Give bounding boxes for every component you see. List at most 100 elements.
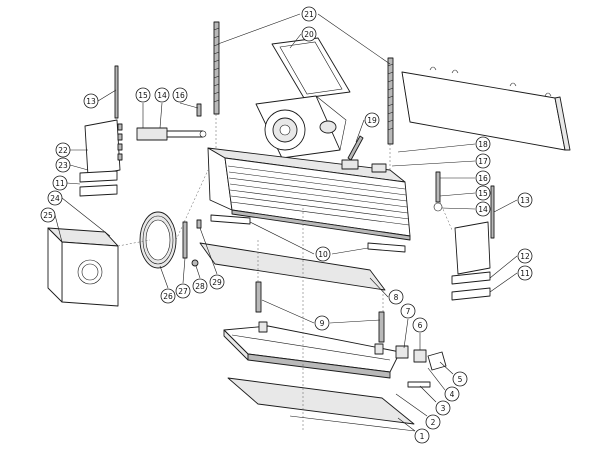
callout-3: 3 xyxy=(435,400,451,416)
callout-number: 25 xyxy=(43,211,53,220)
gas-springs xyxy=(255,281,385,343)
callout-circle xyxy=(314,315,330,331)
right-side-plate xyxy=(454,221,491,275)
callout-number: 20 xyxy=(304,30,314,39)
callout-circle xyxy=(52,175,68,191)
callout-number: 29 xyxy=(212,278,222,287)
callout-circle xyxy=(400,303,416,319)
callout-number: 11 xyxy=(55,179,65,188)
callout-number: 15 xyxy=(478,189,488,198)
callout-circle xyxy=(192,278,208,294)
callout-11: 11 xyxy=(52,175,68,191)
callout-5: 5 xyxy=(452,371,468,387)
callout-7: 7 xyxy=(400,303,416,319)
callout-6: 6 xyxy=(412,317,428,333)
callout-circle xyxy=(517,192,533,208)
callout-9: 9 xyxy=(314,315,330,331)
main-housing xyxy=(207,147,411,241)
bolt-19 xyxy=(347,135,364,161)
callout-number: 11 xyxy=(520,269,530,278)
callout-16: 16 xyxy=(475,170,491,186)
callout-26: 26 xyxy=(160,288,176,304)
callout-number: 13 xyxy=(520,196,530,205)
callout-22: 22 xyxy=(55,142,71,158)
callout-circle xyxy=(425,414,441,430)
callout-circle xyxy=(55,157,71,173)
right-wear-strips xyxy=(451,271,491,301)
callout-number: 23 xyxy=(58,161,68,170)
lower-blade xyxy=(199,242,386,291)
left-actuator-set xyxy=(114,65,207,141)
assembly-axes xyxy=(117,114,453,432)
threaded-rod-left xyxy=(213,21,220,115)
callout-circle xyxy=(175,283,191,299)
leader-lines xyxy=(54,13,518,432)
callout-circle xyxy=(135,87,151,103)
callout-14: 14 xyxy=(154,87,170,103)
callout-circle xyxy=(83,93,99,109)
flange-ring xyxy=(139,211,177,269)
callout-number: 22 xyxy=(58,146,68,155)
callout-21: 21 xyxy=(301,6,317,22)
callout-28: 28 xyxy=(192,278,208,294)
left-wear-strips xyxy=(79,170,118,197)
callout-13: 13 xyxy=(83,93,99,109)
callout-17: 17 xyxy=(475,153,491,169)
callout-number: 19 xyxy=(367,116,377,125)
callout-circle xyxy=(517,248,533,264)
callout-number: 17 xyxy=(478,157,488,166)
callout-number: 14 xyxy=(157,91,167,100)
top-cover-plate xyxy=(271,37,351,99)
callout-circle xyxy=(172,87,188,103)
bearing-plate xyxy=(47,227,119,307)
scraper-strips xyxy=(210,214,406,253)
callout-circle xyxy=(55,142,71,158)
small-fasteners xyxy=(182,219,202,267)
callout-number: 21 xyxy=(304,10,314,19)
callout-circle xyxy=(517,265,533,281)
callout-number: 26 xyxy=(163,292,173,301)
callout-4: 4 xyxy=(444,386,460,402)
gearbox-housing xyxy=(255,95,347,159)
callout-15: 15 xyxy=(475,185,491,201)
right-brackets xyxy=(395,345,447,388)
callout-circle xyxy=(435,400,451,416)
callout-number: 27 xyxy=(178,287,188,296)
callout-8: 8 xyxy=(388,289,404,305)
callout-circle xyxy=(47,190,63,206)
left-side-plate xyxy=(84,119,123,177)
callout-circle xyxy=(388,289,404,305)
callout-number: 1 xyxy=(420,432,425,441)
callout-number: 5 xyxy=(458,375,463,384)
callout-18: 18 xyxy=(475,136,491,152)
callout-circle xyxy=(475,153,491,169)
callout-11: 11 xyxy=(517,265,533,281)
callout-number: 16 xyxy=(478,174,488,183)
callout-27: 27 xyxy=(175,283,191,299)
callout-number: 7 xyxy=(406,307,411,316)
callout-labels: 1234567891011111213131414151516161718192… xyxy=(40,6,533,444)
callout-circle xyxy=(475,185,491,201)
callout-number: 24 xyxy=(50,194,60,203)
callout-13: 13 xyxy=(517,192,533,208)
callout-14: 14 xyxy=(475,201,491,217)
callout-circle xyxy=(414,428,430,444)
callout-circle xyxy=(209,274,225,290)
callout-number: 28 xyxy=(195,282,205,291)
lower-frame xyxy=(223,321,401,379)
callout-19: 19 xyxy=(364,112,380,128)
callout-circle xyxy=(475,170,491,186)
callout-circle xyxy=(475,136,491,152)
parts-group xyxy=(47,21,571,432)
callout-number: 3 xyxy=(441,404,446,413)
callout-24: 24 xyxy=(47,190,63,206)
callout-25: 25 xyxy=(40,207,56,223)
callout-circle xyxy=(40,207,56,223)
callout-circle xyxy=(154,87,170,103)
callout-1: 1 xyxy=(414,428,430,444)
callout-23: 23 xyxy=(55,157,71,173)
callout-20: 20 xyxy=(301,26,317,42)
deflector-plate xyxy=(401,66,571,151)
callout-circle xyxy=(160,288,176,304)
